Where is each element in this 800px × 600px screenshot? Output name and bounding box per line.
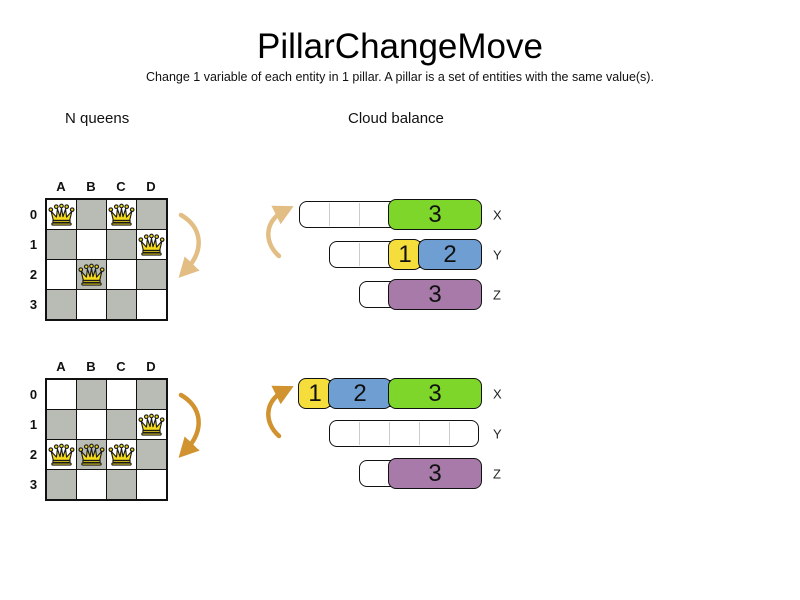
board-cell (77, 410, 106, 439)
bar-label-z-before: Z (493, 287, 501, 302)
process-segment: 3 (388, 458, 482, 489)
cloud-move-arrow-before-icon (266, 205, 294, 259)
board-column-label: B (86, 359, 97, 374)
bar-label-z-after: Z (493, 466, 501, 481)
board-cell (77, 440, 106, 469)
board-column-label: B (86, 179, 97, 194)
board-cell (107, 440, 136, 469)
board-cell (107, 410, 136, 439)
board-cell (47, 230, 76, 259)
board-column-label: D (146, 179, 157, 194)
queens-move-arrow-before-icon (178, 212, 201, 278)
board-cell (107, 260, 136, 289)
bar-label-y-before: Y (493, 247, 502, 262)
board-row-label: 3 (29, 477, 38, 492)
queen-icon (48, 203, 75, 226)
board-column-label: A (56, 359, 67, 374)
diagram-subtitle: Change 1 variable of each entity in 1 pi… (146, 70, 654, 84)
bar-label-x-before: X (493, 207, 502, 222)
process-segment: 1 (298, 378, 332, 409)
board-cell (77, 230, 106, 259)
board-cell (137, 380, 166, 409)
bar-cell-divider (449, 422, 450, 445)
board-cell (47, 470, 76, 499)
process-segment: 1 (388, 239, 422, 270)
board-cell (107, 290, 136, 319)
computer-bar-y-after: Y (329, 420, 502, 447)
section-label-cloud-balance: Cloud balance (348, 110, 444, 127)
board-cell (107, 230, 136, 259)
board-cell (77, 380, 106, 409)
board-cell (47, 260, 76, 289)
board-cell (107, 380, 136, 409)
bar-cell-divider (359, 243, 360, 266)
board-cell (137, 440, 166, 469)
section-label-n-queens: N queens (65, 110, 130, 127)
board-column-label: D (146, 359, 157, 374)
board-cell (137, 260, 166, 289)
queen-icon (78, 443, 105, 466)
board-cell (47, 200, 76, 229)
bar-cell-divider (389, 422, 390, 445)
queen-icon (108, 203, 135, 226)
board-cell (137, 410, 166, 439)
board-row-label: 0 (29, 387, 38, 402)
board-column-label: C (116, 359, 127, 374)
queen-icon (78, 263, 105, 286)
board-cell (77, 470, 106, 499)
queen-icon (48, 443, 75, 466)
board-cell (47, 440, 76, 469)
board-cell (137, 230, 166, 259)
board-cell (47, 380, 76, 409)
board-row-label: 3 (29, 297, 38, 312)
board-cell (107, 470, 136, 499)
process-segment: 2 (418, 239, 482, 270)
board-row-label: 1 (29, 417, 38, 432)
bar-cell-divider (329, 203, 330, 226)
process-segment: 3 (388, 378, 482, 409)
process-segment: 3 (388, 199, 482, 230)
queen-icon (108, 443, 135, 466)
board-cell (137, 290, 166, 319)
board-cell (137, 200, 166, 229)
queen-icon (138, 233, 165, 256)
board-grid (45, 198, 168, 321)
board-cell (107, 200, 136, 229)
bar-cell-divider (419, 422, 420, 445)
board-cell (77, 290, 106, 319)
process-segment: 3 (388, 279, 482, 310)
cloud-move-arrow-after-icon (266, 385, 294, 439)
board-column-label: A (56, 179, 67, 194)
board-cell (47, 410, 76, 439)
board-row-label: 1 (29, 237, 38, 252)
bar-label-y-after: Y (493, 426, 502, 441)
queen-icon (138, 413, 165, 436)
board-cell (137, 470, 166, 499)
board-row-label: 0 (29, 207, 38, 222)
board-cell (77, 200, 106, 229)
process-segment: 2 (328, 378, 392, 409)
bar-cell-divider (359, 203, 360, 226)
bar-label-x-after: X (493, 386, 502, 401)
queens-move-arrow-after-icon (178, 392, 201, 458)
board-grid (45, 378, 168, 501)
board-cell (77, 260, 106, 289)
board-row-label: 2 (29, 447, 38, 462)
board-column-label: C (116, 179, 127, 194)
bar-cell-divider (359, 422, 360, 445)
board-row-label: 2 (29, 267, 38, 282)
diagram-title: PillarChangeMove (257, 27, 543, 66)
board-cell (47, 290, 76, 319)
